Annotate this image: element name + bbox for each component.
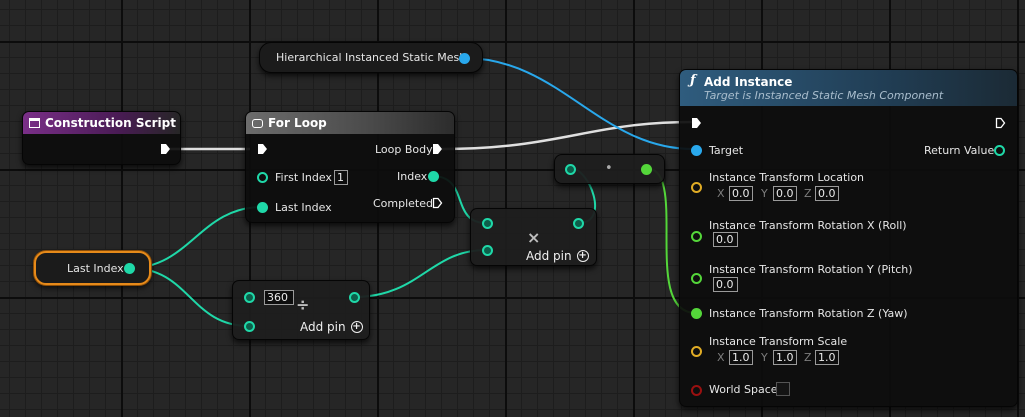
for-loop-node[interactable]: For Loop Loop Body First Index 1 Index L…: [245, 111, 455, 223]
last-index-input-label: Last Index: [275, 201, 332, 214]
construction-script-title: Construction Script: [45, 116, 176, 130]
rotation-x-field[interactable]: 0.0: [713, 232, 738, 247]
wire-divide-to-multiply: [353, 249, 487, 298]
loop-icon: [252, 118, 263, 128]
world-space-pin[interactable]: [691, 385, 702, 396]
last-index-output-pin[interactable]: [124, 263, 135, 274]
divide-add-pin-label: Add pin: [300, 320, 346, 334]
scale-label: Instance Transform Scale: [709, 335, 848, 348]
divide-value-field[interactable]: 360: [264, 290, 294, 305]
last-index-pin[interactable]: [257, 202, 268, 213]
index-label: Index: [397, 170, 428, 183]
rotation-x-label: Instance Transform Rotation X (Roll): [709, 219, 907, 232]
hism-output-pin[interactable]: [459, 53, 470, 64]
conversion-output-pin[interactable]: [641, 164, 652, 175]
rotation-y-label: Instance Transform Rotation Y (Pitch): [709, 263, 913, 276]
scale-x-axis: X: [717, 351, 725, 364]
construction-script-exec-out-pin[interactable]: [160, 143, 171, 155]
location-y-field[interactable]: 0.0: [773, 186, 797, 201]
location-z-axis: Z: [804, 187, 812, 200]
hism-label: Hierarchical Instanced Static Mesh: [276, 51, 467, 64]
return-value-pin[interactable]: [994, 145, 1005, 156]
index-output-pin[interactable]: [428, 171, 439, 182]
scale-z-field[interactable]: 1.0: [815, 350, 839, 365]
conversion-input-pin[interactable]: [565, 164, 576, 175]
location-pin[interactable]: [691, 182, 702, 193]
scale-x-field[interactable]: 1.0: [729, 350, 753, 365]
multiply-input-a-pin[interactable]: [482, 218, 493, 229]
last-index-variable-node[interactable]: Last Index: [34, 251, 151, 285]
scale-z-axis: Z: [804, 351, 812, 364]
multiply-operator: ×: [527, 228, 541, 247]
loop-body-exec-pin[interactable]: [432, 143, 443, 155]
target-label: Target: [709, 144, 744, 157]
for-loop-header: For Loop: [246, 112, 454, 134]
divide-node[interactable]: 360 ÷ Add pin +: [232, 280, 370, 340]
function-icon: ƒ: [690, 73, 696, 88]
script-icon: [29, 118, 40, 128]
first-index-label: First Index: [275, 171, 332, 184]
wire-exec-loop-body-to-add: [441, 120, 693, 151]
divide-input-a-pin[interactable]: [244, 292, 255, 303]
first-index-pin[interactable]: [257, 172, 268, 183]
add-instance-exec-out-pin[interactable]: [995, 117, 1006, 129]
location-y-axis: Y: [761, 187, 768, 200]
wire-target: [463, 57, 694, 150]
location-x-field[interactable]: 0.0: [729, 186, 753, 201]
add-instance-node[interactable]: ƒ Add Instance Target is Instanced Stati…: [679, 69, 1018, 407]
last-index-variable-label: Last Index: [67, 262, 124, 275]
location-z-field[interactable]: 0.0: [815, 186, 839, 201]
multiply-input-b-pin[interactable]: [482, 245, 493, 256]
multiply-add-pin-label: Add pin: [526, 249, 572, 263]
target-pin[interactable]: [691, 145, 702, 156]
plus-icon: +: [576, 250, 589, 262]
hism-variable-node[interactable]: Hierarchical Instanced Static Mesh: [259, 42, 483, 73]
construction-script-header: Construction Script: [23, 112, 180, 134]
world-space-label: World Space: [709, 383, 778, 396]
first-index-field[interactable]: 1: [334, 170, 348, 185]
location-label: Instance Transform Location: [709, 171, 865, 184]
scale-pin[interactable]: [691, 346, 702, 357]
world-space-checkbox[interactable]: [776, 382, 790, 396]
multiply-output-pin[interactable]: [573, 218, 584, 229]
plus-icon: +: [350, 321, 363, 333]
rotation-z-label: Instance Transform Rotation Z (Yaw): [709, 307, 908, 320]
rotation-y-pin[interactable]: [691, 273, 702, 284]
add-instance-subtitle: Target is Instanced Static Mesh Componen…: [704, 88, 944, 102]
completed-exec-pin[interactable]: [432, 197, 443, 209]
rotation-y-field[interactable]: 0.0: [713, 277, 738, 292]
for-loop-exec-in-pin[interactable]: [257, 143, 268, 155]
divide-operator: ÷: [296, 295, 310, 314]
multiply-node[interactable]: × Add pin +: [470, 208, 597, 266]
divide-add-pin-button[interactable]: Add pin +: [300, 320, 363, 334]
rotation-x-pin[interactable]: [691, 231, 702, 242]
multiply-add-pin-button[interactable]: Add pin +: [526, 249, 589, 263]
location-x-axis: X: [717, 187, 725, 200]
add-instance-exec-in-pin[interactable]: [691, 117, 702, 129]
loop-body-label: Loop Body: [375, 143, 433, 156]
for-loop-title: For Loop: [268, 116, 327, 130]
rotation-z-pin[interactable]: [691, 308, 702, 319]
add-instance-title: Add Instance: [704, 74, 793, 89]
conversion-dot: •: [605, 161, 613, 176]
conversion-node[interactable]: •: [554, 154, 665, 184]
construction-script-node[interactable]: Construction Script: [22, 111, 181, 165]
return-value-label: Return Value: [924, 144, 995, 157]
scale-y-field[interactable]: 1.0: [773, 350, 797, 365]
divide-output-pin[interactable]: [349, 292, 360, 303]
divide-input-b-pin[interactable]: [244, 321, 255, 332]
completed-label: Completed: [373, 197, 433, 210]
add-instance-header: ƒ Add Instance Target is Instanced Stati…: [680, 70, 1017, 106]
scale-y-axis: Y: [761, 351, 768, 364]
